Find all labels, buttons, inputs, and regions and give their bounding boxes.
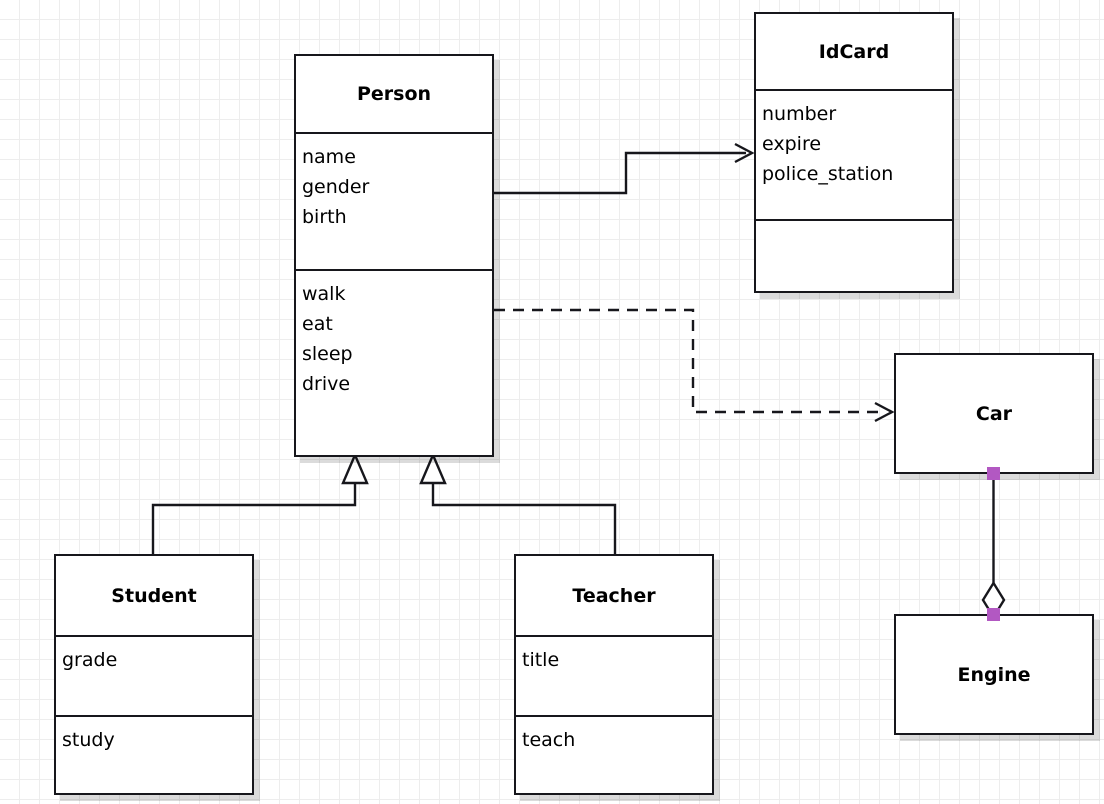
attribute-item: police_station (762, 163, 894, 185)
open-arrowhead-icon (734, 142, 755, 164)
class-name-idcard: IdCard (818, 40, 890, 63)
attribute-item: number (762, 103, 837, 125)
operation-item: sleep (302, 343, 353, 365)
class-name-engine: Engine (957, 663, 1031, 686)
class-box-idcard[interactable]: IdCard number expire police_station (754, 12, 954, 293)
aggregation-car-engine[interactable] (981, 473, 1006, 620)
attribute-item: title (522, 649, 560, 671)
attribute-item: birth (302, 206, 347, 228)
attribute-item: grade (62, 649, 118, 671)
operation-item: study (62, 729, 115, 751)
endpoint-handle-engine[interactable] (987, 608, 1000, 621)
class-name-teacher: Teacher (572, 584, 656, 607)
class-box-student[interactable]: Student grade study (54, 554, 254, 795)
attributes-student: grade (56, 635, 252, 715)
association-person-idcard[interactable] (494, 142, 755, 195)
generalization-student-person[interactable] (151, 451, 369, 556)
operations-teacher: teach (516, 715, 712, 793)
attribute-item: expire (762, 133, 822, 155)
operations-idcard (756, 219, 952, 291)
attributes-person: name gender birth (296, 132, 492, 269)
attributes-idcard: number expire police_station (756, 89, 952, 219)
class-box-teacher[interactable]: Teacher title teach (514, 554, 714, 795)
dependency-person-car[interactable] (494, 308, 895, 423)
class-box-person[interactable]: Person name gender birth walk eat sleep … (294, 54, 494, 457)
attribute-item: gender (302, 176, 370, 198)
class-name-person: Person (356, 83, 432, 105)
class-box-engine[interactable]: Engine (894, 614, 1094, 735)
operations-student: study (56, 715, 252, 793)
operations-person: walk eat sleep drive (296, 269, 492, 455)
operation-item: walk (302, 283, 346, 305)
operation-item: teach (522, 729, 576, 751)
operation-item: drive (302, 373, 351, 395)
generalization-teacher-person[interactable] (419, 451, 617, 556)
open-arrowhead-icon (874, 401, 895, 423)
hollow-triangle-icon (341, 451, 369, 485)
operation-item: eat (302, 313, 333, 335)
class-name-student: Student (111, 584, 197, 607)
attribute-item: name (302, 146, 356, 168)
hollow-triangle-icon (419, 451, 447, 485)
attributes-teacher: title (516, 635, 712, 715)
endpoint-handle-car[interactable] (987, 467, 1000, 480)
class-name-car: Car (975, 402, 1013, 425)
class-box-car[interactable]: Car (894, 353, 1094, 474)
